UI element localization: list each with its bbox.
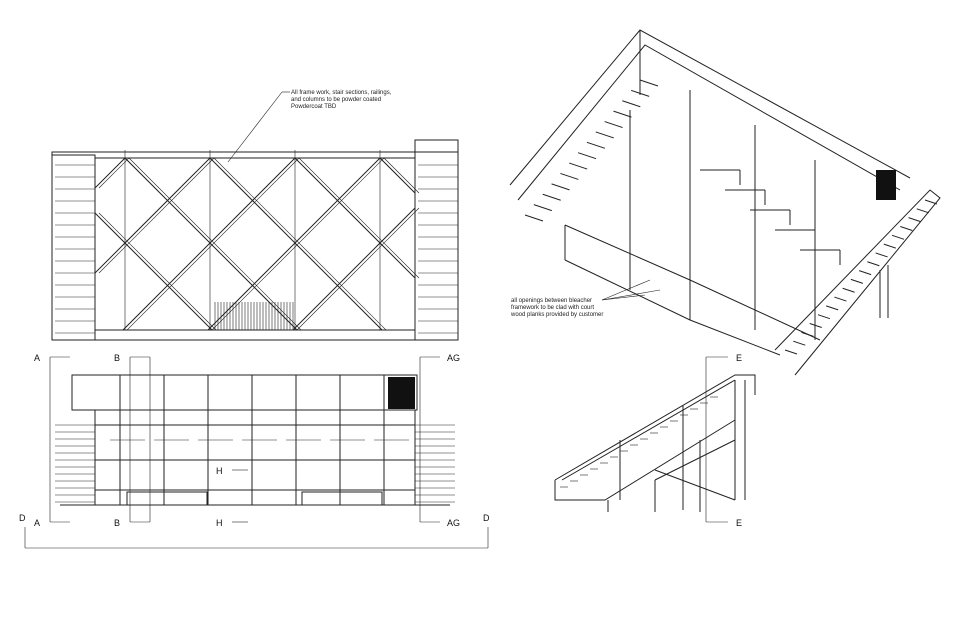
drawing-line bbox=[98, 212, 217, 331]
note-powder-coat-1: All frame work, stair sections, railings… bbox=[291, 90, 392, 96]
section-label-ag-top: AG bbox=[447, 353, 460, 363]
drawing-line bbox=[577, 152, 597, 160]
drawing-line bbox=[900, 225, 913, 231]
drawing-line bbox=[595, 131, 614, 139]
drawing-line bbox=[604, 121, 623, 129]
drawing-line bbox=[298, 157, 420, 279]
drawing-line bbox=[94, 157, 211, 274]
drawing-line bbox=[586, 141, 606, 149]
section-label-d-left: D bbox=[19, 513, 26, 523]
drawing-line bbox=[533, 204, 553, 212]
drawing-line bbox=[891, 234, 905, 240]
drawing-line bbox=[809, 323, 822, 329]
drawing-line bbox=[209, 157, 383, 331]
drawing-line bbox=[908, 217, 921, 223]
drawing-line bbox=[98, 157, 215, 274]
section-label-d-right: D bbox=[483, 513, 490, 523]
drawing-line bbox=[834, 296, 847, 302]
drawing-line bbox=[569, 162, 588, 170]
drawing-line bbox=[858, 270, 872, 276]
drawing-line bbox=[122, 157, 296, 331]
note-openings-3: wood planks provided by customer bbox=[510, 312, 603, 318]
section-elevation bbox=[55, 374, 455, 506]
section-label-e-bottom: E bbox=[736, 518, 742, 528]
drawing-line bbox=[630, 89, 650, 97]
drawing-line bbox=[211, 157, 385, 331]
drawing-line bbox=[560, 172, 579, 180]
leader-line bbox=[227, 91, 283, 163]
drawing-line bbox=[867, 261, 880, 267]
drawing-line bbox=[128, 157, 302, 331]
drawing-line bbox=[875, 252, 888, 258]
drawing-line bbox=[924, 199, 938, 205]
drawing-line bbox=[551, 183, 570, 191]
section-label-a-bottom: A bbox=[34, 518, 40, 528]
drawing-line bbox=[296, 207, 420, 331]
drawing-line bbox=[292, 207, 416, 331]
section-label-b-bottom: B bbox=[114, 518, 120, 528]
drawing-line bbox=[916, 208, 929, 214]
section-label-ag-bottom: AG bbox=[447, 518, 460, 528]
drawing-line bbox=[842, 287, 855, 293]
isometric-view bbox=[509, 29, 941, 488]
section-label-b-top: B bbox=[114, 353, 120, 363]
drawing-line bbox=[524, 214, 544, 222]
section-label-h-bottom: H bbox=[216, 518, 223, 528]
drawing-line bbox=[793, 340, 806, 346]
drawing-line bbox=[94, 157, 126, 189]
drawing-line bbox=[826, 305, 839, 311]
note-powder-coat-3: Powdercoat TBD bbox=[291, 104, 337, 110]
drawing-line bbox=[294, 157, 416, 279]
drawing-line bbox=[379, 157, 416, 194]
note-powder-coat-2: and columns to be powder coated bbox=[291, 97, 381, 103]
drawing-line bbox=[850, 278, 864, 284]
stair-side-view bbox=[554, 374, 756, 512]
drawing-line bbox=[801, 331, 814, 337]
drawing-line bbox=[383, 157, 420, 194]
drawing-line bbox=[639, 79, 659, 87]
drawing-line bbox=[213, 157, 387, 331]
drawing-line bbox=[126, 157, 300, 331]
section-label-e-top: E bbox=[736, 353, 742, 363]
drawing-line bbox=[622, 100, 641, 108]
front-elevation bbox=[51, 139, 459, 341]
section-markers bbox=[24, 356, 728, 549]
drawing-line bbox=[98, 157, 130, 189]
drawing-line bbox=[207, 157, 381, 331]
drawing-line bbox=[94, 212, 213, 331]
section-label-a-top: A bbox=[34, 353, 40, 363]
drawing-line bbox=[784, 349, 798, 355]
section-label-h-mid: H bbox=[216, 466, 223, 476]
note-openings-2: framework to be clad with court bbox=[511, 305, 594, 311]
drawing-line bbox=[542, 193, 561, 201]
note-openings-1: all openings between bleacher bbox=[511, 298, 592, 304]
drawing-line bbox=[124, 157, 298, 331]
drawing-line bbox=[613, 110, 632, 118]
drawing-line bbox=[883, 243, 896, 249]
drawing-line bbox=[817, 314, 831, 320]
